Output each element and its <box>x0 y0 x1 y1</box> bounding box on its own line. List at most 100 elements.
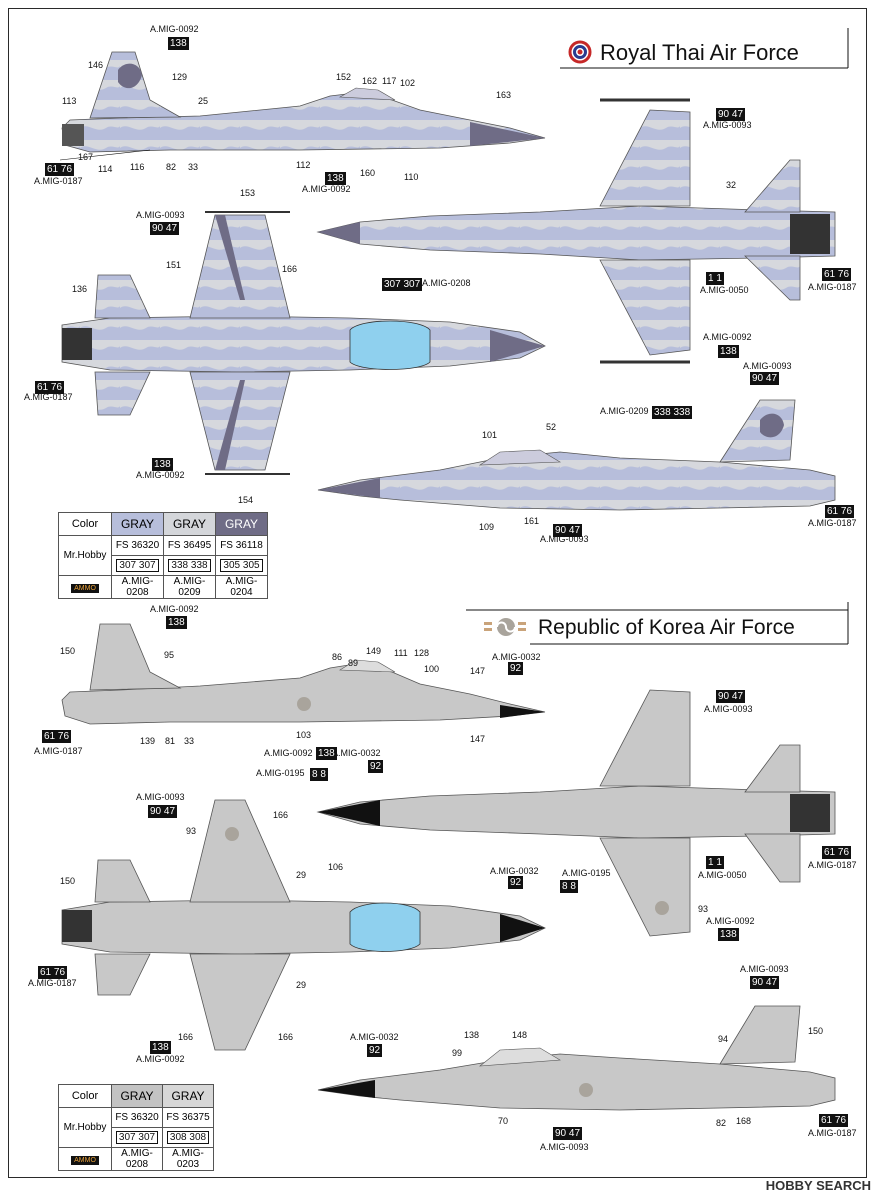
color-label: Color <box>58 512 112 536</box>
chip-88: 8 8 <box>560 880 578 893</box>
callout: 152 <box>336 72 351 82</box>
thai-underside-view <box>61 211 546 475</box>
callout: 149 <box>366 646 381 656</box>
callout: 113 <box>62 96 76 106</box>
chip-9047: 90 47 <box>553 524 583 537</box>
thai-title: Royal Thai Air Force <box>600 40 799 65</box>
callout: 138 <box>464 1030 479 1040</box>
paint-code: A.MIG-0187 <box>808 282 857 292</box>
callout: 93 <box>186 826 196 836</box>
callout: 52 <box>546 422 556 432</box>
chip-9047: 90 47 <box>750 372 780 385</box>
chip-88: 8 8 <box>310 768 328 781</box>
chip-338: 338 338 <box>652 406 693 419</box>
paint-code: A.MIG-0187 <box>808 860 857 870</box>
chip-92: 92 <box>508 876 524 889</box>
hobby-code: 307 307 <box>116 559 159 572</box>
callout: 166 <box>278 1032 293 1042</box>
callout: 33 <box>188 162 198 172</box>
callout: 151 <box>166 260 181 270</box>
fs-code: FS 36495 <box>163 535 216 556</box>
paint-code: A.MIG-0092 <box>706 916 755 926</box>
callout: 29 <box>296 980 306 990</box>
chip-138: 138 <box>150 1041 171 1054</box>
paint-code: A.MIG-0195 <box>562 868 611 878</box>
thai-side-view-left <box>59 51 546 161</box>
hobby-code: 308 308 <box>166 1131 210 1144</box>
thai-side-view-right <box>317 399 836 511</box>
paint-code: A.MIG-0187 <box>28 978 77 988</box>
paint-code: A.MIG-0050 <box>698 870 747 880</box>
mrhobby-label: Mr.Hobby <box>58 1107 112 1148</box>
chip-138: 138 <box>718 345 739 358</box>
korea-top-view-right <box>316 689 836 937</box>
fs-code: FS 36320 <box>111 535 164 556</box>
chip-92: 92 <box>508 662 524 675</box>
paint-code: A.MIG-0093 <box>540 534 589 544</box>
callout: 166 <box>273 810 288 820</box>
callout: 95 <box>164 650 174 660</box>
chip-307: 307 307 <box>382 278 423 291</box>
callout: 89 <box>348 658 358 668</box>
chip-138: 138 <box>166 616 187 629</box>
callout: 25 <box>198 96 208 106</box>
ammo-code: A.MIG-0208 <box>111 1147 163 1171</box>
hobby-code: 305 305 <box>220 559 263 572</box>
chip-6176: 61 76 <box>819 1114 849 1127</box>
thai-callouts: 146 129 113 25 167 114 116 82 33 152 162… <box>62 60 736 532</box>
color-label: Color <box>58 1084 112 1108</box>
korea-title: Republic of Korea Air Force <box>538 616 795 639</box>
chip-9047: 90 47 <box>553 1127 583 1140</box>
chip-138: 138 <box>718 928 739 941</box>
chip-9047: 90 47 <box>148 805 178 818</box>
paint-code: A.MIG-0093 <box>540 1142 589 1152</box>
callout: 166 <box>178 1032 193 1042</box>
callout: 109 <box>479 522 494 532</box>
color-swatch: GRAY <box>162 1084 214 1108</box>
ammo-logo: AMMO <box>71 583 99 593</box>
callout: 99 <box>452 1048 462 1058</box>
callout: 148 <box>512 1030 527 1040</box>
ammo-code: A.MIG-0209 <box>163 575 216 599</box>
callout: 82 <box>166 162 176 172</box>
chip-9047: 90 47 <box>750 976 780 989</box>
chip-6176: 61 76 <box>35 381 65 394</box>
ammo-logo: AMMO <box>71 1155 99 1165</box>
callout: 110 <box>404 172 418 182</box>
callout: 128 <box>414 648 429 658</box>
callout: 153 <box>240 188 255 198</box>
callout: 100 <box>424 664 439 674</box>
paint-code: A.MIG-0093 <box>136 210 185 220</box>
korea-underside-view <box>61 799 546 1051</box>
chip-9047: 90 47 <box>150 222 180 235</box>
korea-color-table: Color GRAY GRAY Mr.Hobby FS 36320 FS 363… <box>58 1084 214 1171</box>
paint-code: A.MIG-0032 <box>332 748 381 758</box>
paint-code: A.MIG-0092 <box>136 1054 185 1064</box>
callout: 114 <box>98 164 112 174</box>
paint-code: A.MIG-0092 <box>150 24 199 34</box>
paint-code: A.MIG-0092 <box>264 748 313 758</box>
thai-top-view-right <box>316 98 836 364</box>
callout: 147 <box>470 734 485 744</box>
paint-code: A.MIG-0032 <box>350 1032 399 1042</box>
thai-color-table: Color GRAY GRAY GRAY Mr.Hobby FS 36320 F… <box>58 512 268 599</box>
chip-6176: 61 76 <box>822 846 852 859</box>
chip-9047: 90 47 <box>716 690 746 703</box>
paint-code: A.MIG-0093 <box>136 792 185 802</box>
callout: 154 <box>238 495 253 505</box>
chip-6176: 61 76 <box>822 268 852 281</box>
chip-6176: 61 76 <box>45 163 75 176</box>
callout: 82 <box>716 1118 726 1128</box>
chip-138: 138 <box>152 458 173 471</box>
color-swatch: GRAY <box>111 512 164 536</box>
callout: 93 <box>698 904 708 914</box>
callout: 160 <box>360 168 375 178</box>
callout: 116 <box>130 162 144 172</box>
chip-6176: 61 76 <box>825 505 855 518</box>
callout: 147 <box>470 666 485 676</box>
ammo-code: A.MIG-0208 <box>111 575 164 599</box>
callout: 139 <box>140 736 155 746</box>
korea-side-view-left <box>61 623 546 725</box>
color-swatch: GRAY <box>111 1084 163 1108</box>
